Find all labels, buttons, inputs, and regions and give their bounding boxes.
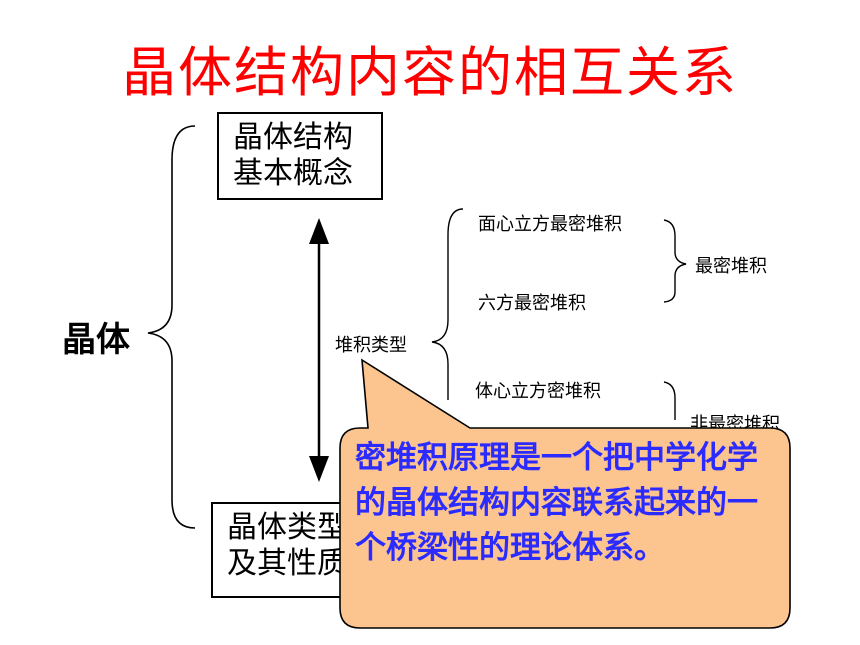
- callout-text: 密堆积原理是一个把中学化学的晶体结构内容联系起来的一个桥梁性的理论体系。: [355, 440, 758, 566]
- non-close-packed-brace: [663, 381, 676, 420]
- hcp-label: 六方最密堆积: [478, 293, 586, 314]
- callout-shape: [339, 358, 791, 629]
- arrow-head-up: [309, 218, 329, 244]
- concept-box: 晶体结构 基本概念: [217, 112, 383, 200]
- close-packed-label: 最密堆积: [695, 256, 767, 277]
- concept-box-line1: 晶体结构: [233, 120, 353, 155]
- type-box-line2: 及其性质: [227, 546, 347, 581]
- stacking-type-label: 堆积类型: [335, 335, 407, 356]
- arrow-head-down: [309, 456, 329, 482]
- bcc-label: 体心立方密堆积: [475, 381, 601, 402]
- main-brace: [147, 125, 196, 529]
- root-label: 晶体: [62, 320, 130, 360]
- page-title: 晶体结构内容的相互关系: [122, 41, 738, 104]
- close-packed-brace: [663, 219, 687, 303]
- fcc-label: 面心立方最密堆积: [478, 214, 622, 235]
- concept-box-line2: 基本概念: [233, 156, 353, 191]
- stacking-brace: [431, 208, 464, 400]
- type-box-line1: 晶体类型: [227, 510, 347, 545]
